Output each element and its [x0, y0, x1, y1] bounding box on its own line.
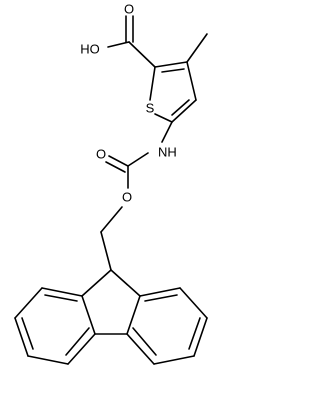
bond-right-ring-4: [193, 317, 208, 357]
bond-ester-o-to-ch2: [100, 206, 123, 233]
bond-left-ring-2: [67, 333, 96, 365]
bond-thiophene-c5-to-s: [154, 113, 173, 123]
bond-left-ring-double-c: [44, 294, 78, 302]
bond-left-ring-6: [41, 287, 83, 297]
bond-left-ring-1: [81, 295, 96, 335]
atom-label-carbonyl-o-acid: O: [124, 2, 134, 17]
bond-left-ring-double-a: [65, 327, 90, 356]
bond-left-ring-double-b: [21, 317, 34, 350]
bond-acid-c-to-thiophene-c2: [128, 41, 156, 68]
bond-right-ring-5: [179, 287, 208, 319]
bonds: [14, 15, 208, 365]
bond-carbamate-c-to-o-2: [105, 161, 126, 173]
bond-right-ring-double-c: [144, 294, 178, 302]
bond-ch2-to-fluorene-c9: [100, 231, 112, 271]
bond-right-ring-3: [153, 355, 195, 365]
bond-thiophene-c4-c5-outer: [171, 99, 197, 123]
bond-right-ring-6: [139, 287, 181, 297]
atom-labels: O HO S NH O O: [80, 2, 177, 205]
bond-left-ring-3: [27, 355, 69, 365]
bond-thiophene-c5-to-nh: [161, 121, 173, 143]
bond-left-ring-5: [14, 287, 43, 319]
atom-label-carbonyl-o-carbamate: O: [96, 147, 106, 162]
bond-thiophene-c3-to-methyl: [186, 33, 208, 63]
bond-thiophene-c2-c3-outer: [154, 61, 188, 68]
atom-label-amide-nh: NH: [158, 145, 177, 160]
bond-right-ring-2: [126, 333, 155, 365]
bond-nh-to-carbamate-c: [127, 152, 149, 167]
bond-right-ring-double-b: [188, 317, 201, 350]
bond-thiophene-c3-c4: [186, 61, 197, 101]
bond-fluorene-c9-to-right-ring: [110, 269, 141, 297]
bond-acid-c-to-hydroxyl: [107, 41, 130, 48]
bond-thiophene-c4-c5-inner: [171, 99, 190, 116]
bond-right-ring-1: [126, 295, 141, 335]
atom-label-hydroxyl: HO: [80, 42, 100, 57]
bond-fluorene-c9-to-left-ring: [81, 269, 112, 297]
bond-carbamate-c-to-o-1: [108, 155, 129, 167]
bond-thiophene-c2-c3-inner: [161, 68, 185, 73]
atom-label-ring-sulfur: S: [146, 101, 155, 116]
bond-right-ring-double-a: [132, 327, 157, 356]
atom-label-ester-o: O: [122, 190, 132, 205]
bond-left-ring-4: [14, 317, 29, 357]
bond-thiophene-s-to-c2: [149, 66, 156, 101]
chemical-structure-diagram: O HO S NH O O: [14, 2, 208, 365]
